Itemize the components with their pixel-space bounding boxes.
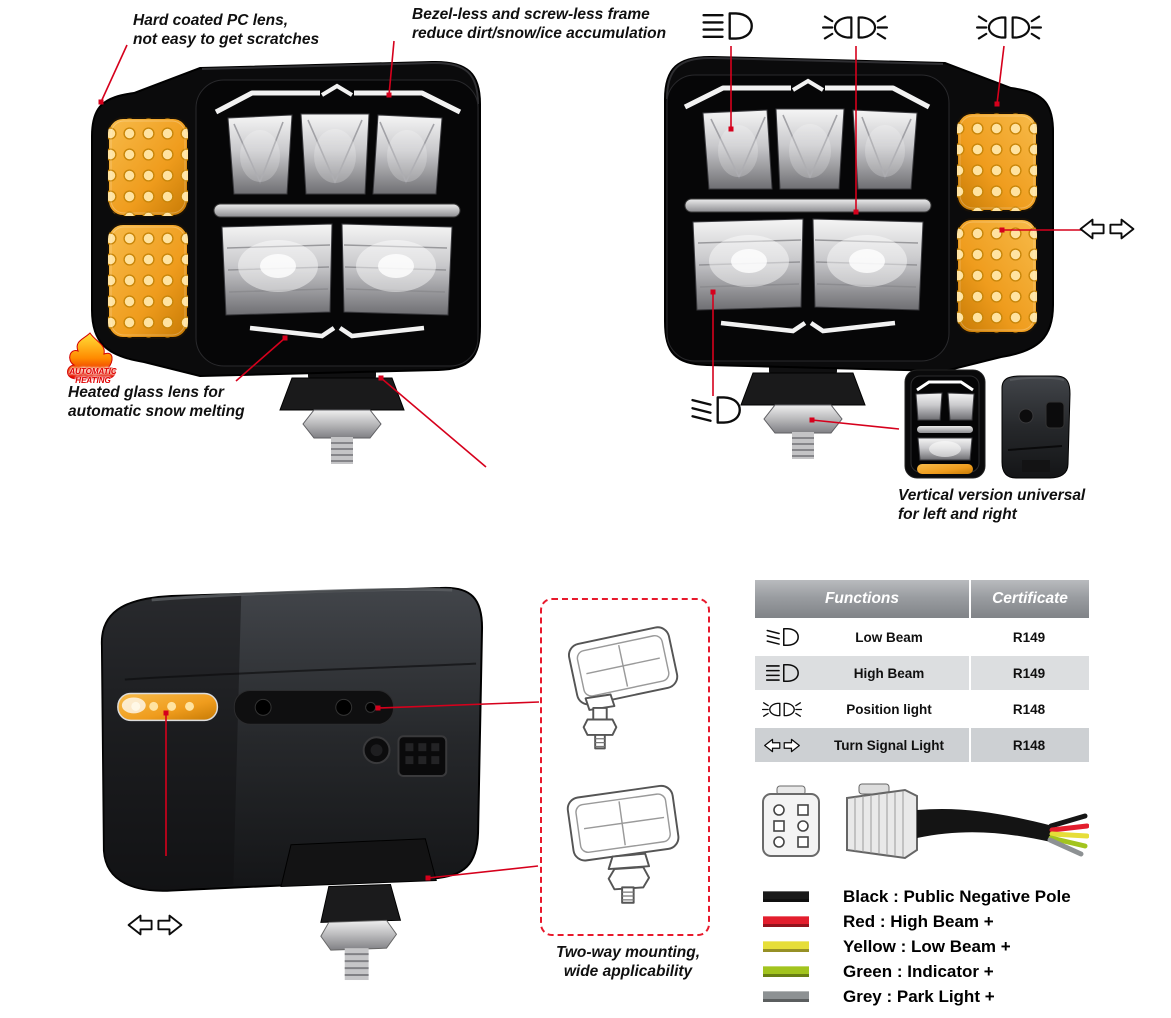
legend-item: Red : High Beam + — [763, 909, 1071, 934]
mount-option-top-image — [568, 626, 679, 750]
color-swatch-green — [763, 966, 809, 977]
function-label: Position light — [846, 701, 932, 717]
certificate-value: R148 — [969, 692, 1087, 726]
vertical-light-rear-image — [1001, 375, 1071, 479]
color-swatch-grey — [763, 991, 809, 1002]
callout-two-way-mounting: Two-way mounting, wide applicability — [555, 944, 701, 980]
position-light-icon — [976, 15, 1042, 40]
legend-item: Yellow : Low Beam + — [763, 934, 1071, 959]
legend-label: Yellow : Low Beam + — [843, 936, 1011, 956]
table-row: Low Beam R149 — [755, 620, 1089, 654]
legend-label: Red : High Beam + — [843, 911, 994, 931]
legend-label: Green : Indicator + — [843, 961, 994, 981]
wiring-diagram — [762, 783, 1089, 860]
legend-item: Black : Public Negative Pole — [763, 884, 1071, 909]
table-row: Turn Signal Light R148 — [755, 728, 1089, 762]
table-header-row: Functions Certificate — [755, 580, 1089, 618]
position-light-icon — [762, 701, 802, 717]
function-label: Turn Signal Light — [834, 737, 944, 753]
turn-signal-icon — [1079, 218, 1135, 240]
legend-label: Grey : Park Light + — [843, 986, 995, 1006]
legend-item: Grey : Park Light + — [763, 984, 1071, 1009]
rear-view-image — [100, 586, 484, 981]
legend-item: Green : Indicator + — [763, 959, 1071, 984]
heating-badge-text: AUTOMATIC HEATING — [69, 366, 117, 385]
low-beam-icon — [691, 396, 741, 424]
certificate-value: R148 — [969, 728, 1087, 762]
turn-signal-icon — [764, 738, 800, 752]
color-swatch-black — [763, 891, 809, 902]
high-beam-icon — [765, 664, 799, 682]
function-label: Low Beam — [855, 629, 923, 645]
low-beam-icon — [766, 628, 799, 646]
vertical-light-front-image — [904, 369, 986, 479]
callout-bezel-less: Bezel-less and screw-less frame reduce d… — [412, 6, 667, 42]
table-row: Position light R148 — [755, 692, 1089, 726]
table-row: High Beam R149 — [755, 656, 1089, 690]
wire-color-legend: Black : Public Negative Pole Red : High … — [763, 884, 1071, 1009]
flame-icon — [67, 332, 116, 380]
callout-vertical-version: Vertical version universal for left and … — [898, 487, 1086, 523]
heating-badge: AUTOMATIC HEATING — [60, 332, 126, 386]
position-light-icon — [822, 15, 888, 40]
functions-table: Functions Certificate Low Beam R149 High… — [755, 580, 1089, 764]
high-beam-icon — [702, 12, 753, 40]
certificate-value: R149 — [969, 620, 1087, 654]
certificate-value: R149 — [969, 656, 1087, 690]
table-header-functions: Functions — [755, 580, 969, 618]
legend-label: Black : Public Negative Pole — [843, 886, 1071, 906]
turn-signal-icon — [127, 914, 183, 936]
color-swatch-red — [763, 916, 809, 927]
callout-pc-lens: Hard coated PC lens, not easy to get scr… — [133, 12, 320, 48]
mount-option-bottom-image — [566, 784, 680, 904]
function-label: High Beam — [853, 665, 925, 681]
mounting-options-box — [540, 598, 710, 936]
table-header-certificate: Certificate — [971, 580, 1089, 618]
callout-heated-lens: Heated glass lens for automatic snow mel… — [68, 384, 245, 420]
color-swatch-yellow — [763, 941, 809, 952]
